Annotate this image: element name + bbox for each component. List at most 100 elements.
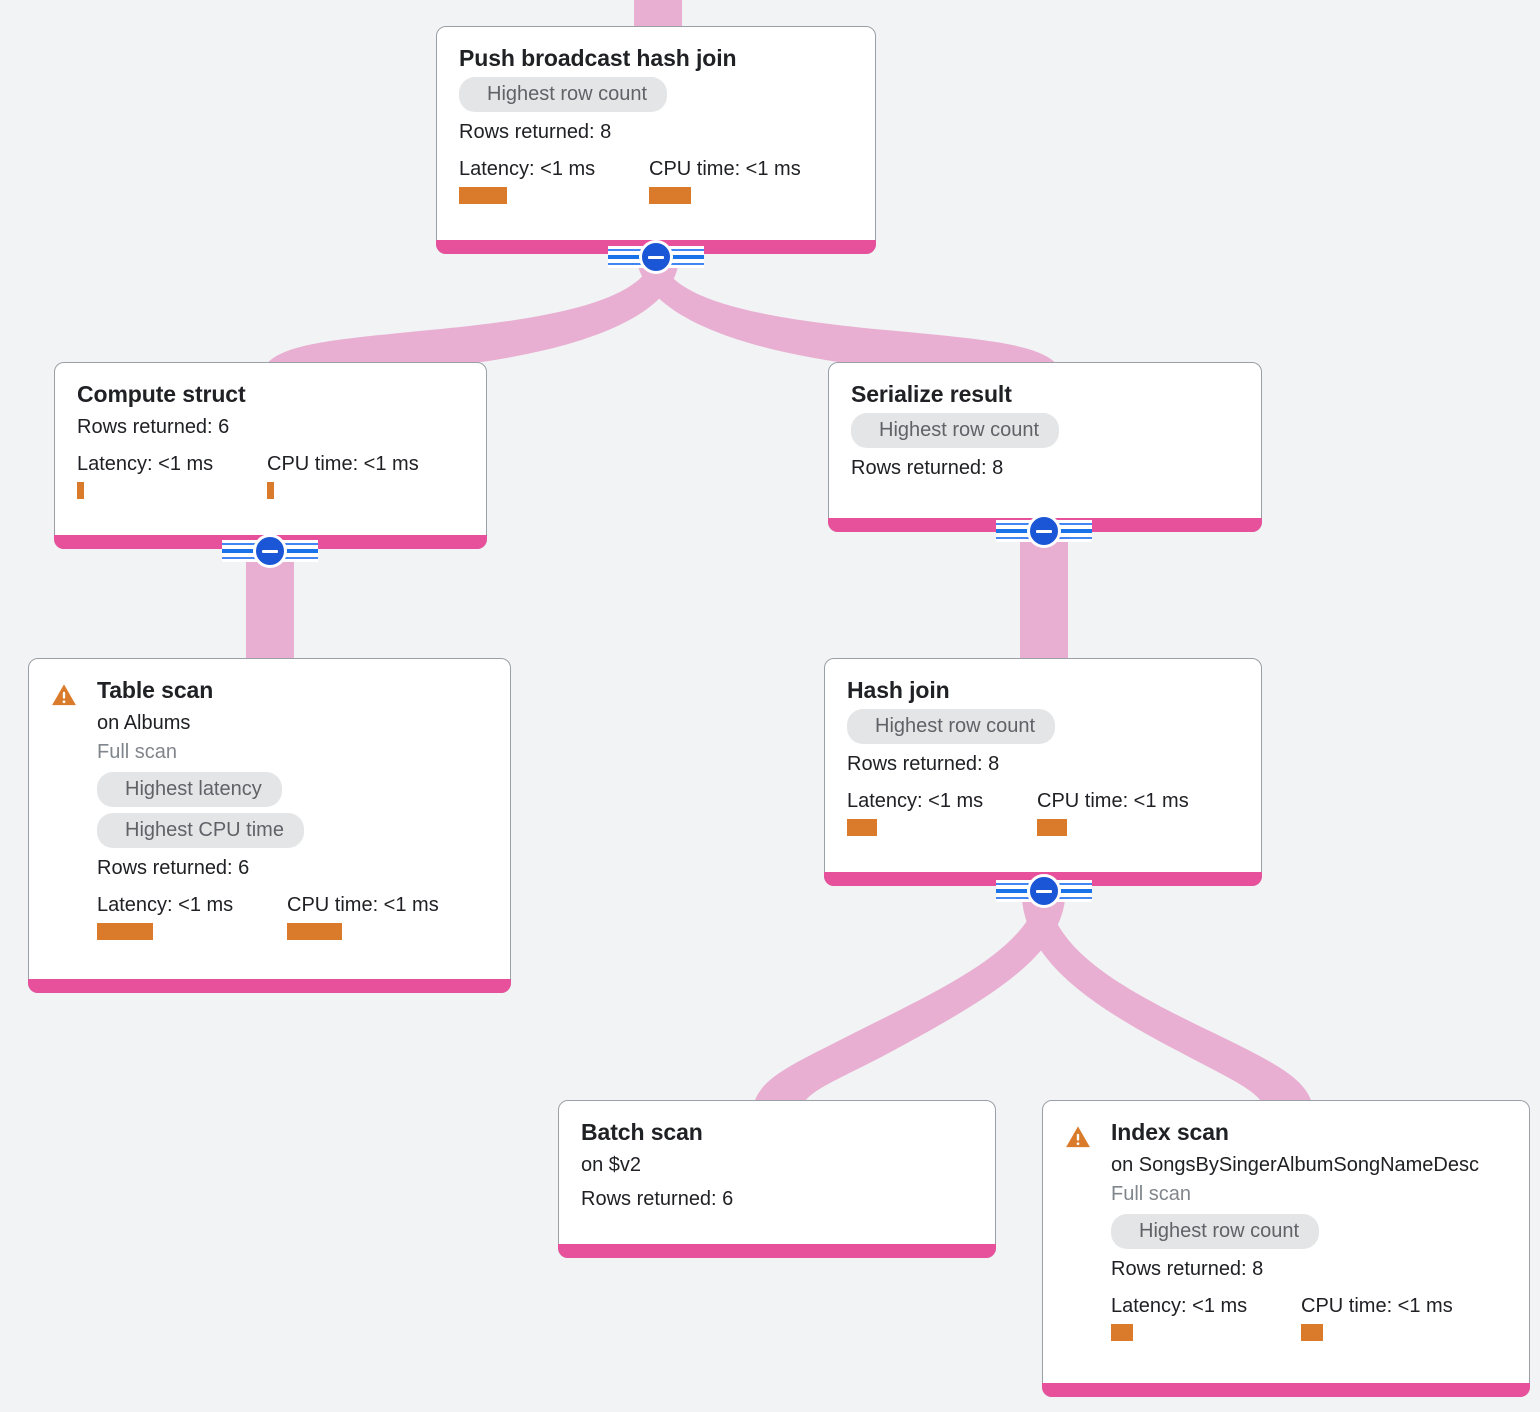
- metric-cpu-time: CPU time: <1 ms: [267, 452, 419, 500]
- node-content: Push broadcast hash join Highest row cou…: [437, 27, 875, 218]
- metric-latency-label: Latency: <1 ms: [77, 453, 214, 476]
- node-scan-type: Full scan: [97, 741, 178, 764]
- badge-highest-row-count: Highest row count: [847, 709, 1056, 745]
- minus-circle-icon[interactable]: [639, 240, 673, 274]
- metrics-row: Latency: <1 ms CPU time: <1 ms: [77, 452, 464, 500]
- rows-returned: Rows returned: 6: [97, 857, 250, 880]
- node-title: Push broadcast hash join: [459, 45, 737, 71]
- badge-highest-cpu-time: Highest CPU time: [97, 813, 304, 849]
- chip-row: Highest row count: [459, 77, 853, 113]
- plan-node-push-broadcast-hash-join[interactable]: Push broadcast hash join Highest row cou…: [436, 26, 876, 254]
- metrics-row: Latency: <1 ms CPU time: <1 ms: [97, 893, 488, 941]
- metric-cpu-time-label: CPU time: <1 ms: [287, 894, 439, 917]
- node-content: Hash join Highest row count Rows returne…: [825, 659, 1261, 850]
- metric-latency: Latency: <1 ms: [77, 452, 267, 500]
- edge-root-to-serialize-result: [638, 258, 1062, 372]
- metric-cpu-time-label: CPU time: <1 ms: [649, 158, 801, 181]
- collapse-toggle-compute-struct[interactable]: [222, 534, 318, 568]
- plan-node-table-scan[interactable]: Table scan on Albums Full scan Highest l…: [28, 658, 511, 993]
- metric-cpu-time-label: CPU time: <1 ms: [267, 453, 419, 476]
- metric-cpu-time: CPU time: <1 ms: [1037, 789, 1189, 837]
- minus-circle-icon[interactable]: [1027, 514, 1061, 548]
- warning-triangle-icon: [52, 684, 76, 706]
- edge-hash-join-to-batch-scan: [752, 892, 1065, 1112]
- node-body: Table scan on Albums Full scan Highest l…: [97, 677, 488, 941]
- metric-latency-bar: [97, 923, 153, 941]
- node-subtitle: on Albums: [97, 712, 191, 735]
- plan-node-hash-join[interactable]: Hash join Highest row count Rows returne…: [824, 658, 1262, 886]
- collapse-toggle-push-broadcast-hash-join[interactable]: [608, 240, 704, 274]
- chip-row: Highest row count: [851, 413, 1239, 449]
- metrics-row: Latency: <1 ms CPU time: <1 ms: [459, 157, 853, 205]
- plan-node-serialize-result[interactable]: Serialize result Highest row count Rows …: [828, 362, 1262, 532]
- badge-highest-row-count: Highest row count: [851, 413, 1060, 449]
- metric-cpu-time-bar: [1037, 819, 1067, 837]
- node-subtitle: on SongsBySingerAlbumSongNameDesc: [1111, 1154, 1479, 1177]
- plan-node-index-scan[interactable]: Index scan on SongsBySingerAlbumSongName…: [1042, 1100, 1530, 1397]
- metric-cpu-time: CPU time: <1 ms: [287, 893, 439, 941]
- rows-returned: Rows returned: 8: [851, 457, 1004, 480]
- rows-returned: Rows returned: 8: [1111, 1258, 1264, 1281]
- node-content: Index scan on SongsBySingerAlbumSongName…: [1043, 1101, 1529, 1355]
- edge-root-to-compute-struct: [262, 258, 678, 372]
- metric-latency: Latency: <1 ms: [459, 157, 649, 205]
- metric-latency-bar: [847, 819, 877, 837]
- node-title: Serialize result: [851, 381, 1012, 407]
- node-content: Compute struct Rows returned: 6 Latency:…: [55, 363, 486, 513]
- node-status-bar: [1042, 1383, 1530, 1397]
- warning-triangle-icon: [1066, 1126, 1090, 1148]
- collapse-toggle-serialize-result[interactable]: [996, 514, 1092, 548]
- metric-latency-label: Latency: <1 ms: [1111, 1295, 1248, 1318]
- metric-cpu-time-bar: [1301, 1324, 1323, 1342]
- collapse-toggle-hash-join[interactable]: [996, 874, 1092, 908]
- node-content: Table scan on Albums Full scan Highest l…: [29, 659, 510, 954]
- metric-latency: Latency: <1 ms: [97, 893, 287, 941]
- metric-latency: Latency: <1 ms: [847, 789, 1037, 837]
- chip-row: Highest row count: [1111, 1214, 1507, 1250]
- minus-circle-icon[interactable]: [1027, 874, 1061, 908]
- metric-latency-label: Latency: <1 ms: [847, 790, 984, 813]
- rows-returned: Rows returned: 6: [77, 416, 230, 439]
- badge-highest-row-count: Highest row count: [1111, 1214, 1320, 1250]
- node-body: Index scan on SongsBySingerAlbumSongName…: [1111, 1119, 1507, 1342]
- metrics-row: Latency: <1 ms CPU time: <1 ms: [1111, 1294, 1507, 1342]
- chip-row: Highest row count: [847, 709, 1239, 745]
- node-status-bar: [558, 1244, 996, 1258]
- node-title: Compute struct: [77, 381, 246, 407]
- chip-row: Highest CPU time: [97, 813, 488, 849]
- badge-highest-latency: Highest latency: [97, 772, 282, 808]
- node-scan-type: Full scan: [1111, 1183, 1192, 1206]
- metric-latency-bar: [459, 187, 507, 205]
- metric-latency: Latency: <1 ms: [1111, 1294, 1301, 1342]
- node-subtitle: on $v2: [581, 1154, 642, 1177]
- minus-circle-icon[interactable]: [253, 534, 287, 568]
- metric-cpu-time-bar: [287, 923, 342, 941]
- metric-cpu-time: CPU time: <1 ms: [649, 157, 801, 205]
- node-title: Hash join: [847, 677, 950, 703]
- rows-returned: Rows returned: 8: [847, 753, 1000, 776]
- node-body: Push broadcast hash join Highest row cou…: [459, 45, 853, 205]
- metrics-row: Latency: <1 ms CPU time: <1 ms: [847, 789, 1239, 837]
- rows-returned: Rows returned: 8: [459, 121, 612, 144]
- warning-column: [51, 677, 97, 707]
- node-title: Batch scan: [581, 1119, 703, 1145]
- node-title: Table scan: [97, 677, 214, 703]
- metric-cpu-time-label: CPU time: <1 ms: [1037, 790, 1189, 813]
- metric-cpu-time-bar: [267, 482, 274, 500]
- node-body: Compute struct Rows returned: 6 Latency:…: [77, 381, 464, 500]
- metric-cpu-time: CPU time: <1 ms: [1301, 1294, 1453, 1342]
- node-body: Hash join Highest row count Rows returne…: [847, 677, 1239, 837]
- metric-cpu-time-label: CPU time: <1 ms: [1301, 1295, 1453, 1318]
- warning-column: [1065, 1119, 1111, 1149]
- metric-latency-bar: [77, 482, 84, 500]
- plan-node-compute-struct[interactable]: Compute struct Rows returned: 6 Latency:…: [54, 362, 487, 549]
- node-content: Serialize result Highest row count Rows …: [829, 363, 1261, 496]
- node-title: Index scan: [1111, 1119, 1229, 1145]
- node-status-bar: [28, 979, 511, 993]
- metric-latency-label: Latency: <1 ms: [97, 894, 234, 917]
- chip-row: Highest latency: [97, 772, 488, 808]
- edge-hash-join-to-index-scan: [1022, 892, 1314, 1112]
- node-body: Serialize result Highest row count Rows …: [851, 381, 1239, 482]
- plan-node-batch-scan[interactable]: Batch scan on $v2 Rows returned: 6: [558, 1100, 996, 1258]
